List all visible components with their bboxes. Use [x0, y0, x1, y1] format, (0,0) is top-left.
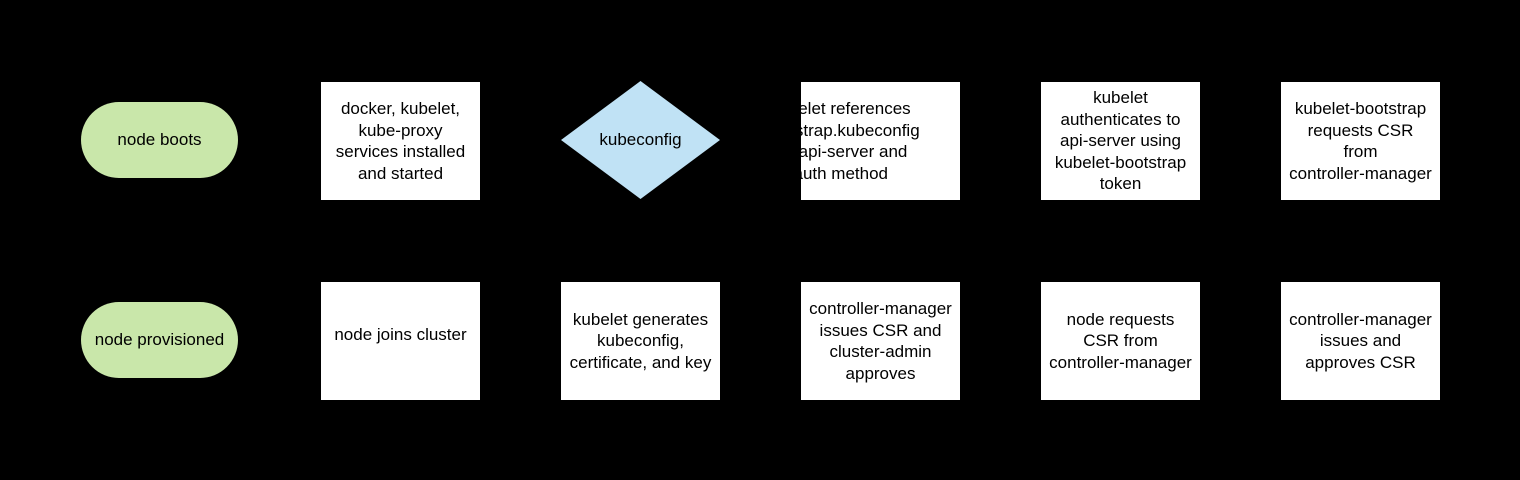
- flow-node-label: node joins cluster: [334, 325, 467, 344]
- flow-node-kubelet-authenticates[interactable]: kubelet authenticates to api-server usin…: [1041, 82, 1200, 200]
- flow-node-label: controller-manager issues and approves C…: [1289, 309, 1432, 372]
- flow-node-node-provisioned[interactable]: node provisioned: [81, 302, 238, 378]
- flow-node-label: node boots: [117, 130, 202, 150]
- flow-node-bootstrap-requests-csr[interactable]: kubelet-bootstrap requests CSR from cont…: [1281, 82, 1440, 200]
- flow-node-node-joins-cluster[interactable]: node joins cluster: [321, 282, 480, 400]
- flow-node-kubelet-references[interactable]: kubelet references bootstrap.kubeconfig …: [762, 82, 960, 200]
- flow-node-label: kubelet authenticates to api-server usin…: [1054, 88, 1187, 194]
- flow-node-label: controller-manager issues CSR and cluste…: [809, 299, 952, 383]
- flow-node-label: kubelet references bootstrap.kubeconfig …: [761, 99, 920, 183]
- flow-node-label: docker, kubelet, kube-proxy services ins…: [335, 99, 466, 183]
- flow-node-kubelet-generates[interactable]: kubelet generates kubeconfig, certificat…: [561, 282, 720, 400]
- flow-node-cm-issues-csr[interactable]: controller-manager issues CSR and cluste…: [801, 282, 960, 400]
- flow-node-cm-issues-approves[interactable]: controller-manager issues and approves C…: [1281, 282, 1440, 400]
- flow-node-node-boots[interactable]: node boots: [81, 102, 238, 178]
- flow-node-label: kubeconfig: [599, 130, 682, 150]
- flow-node-label: node requests CSR from controller-manage…: [1049, 309, 1192, 372]
- flow-node-kubeconfig[interactable]: kubeconfig: [561, 81, 720, 199]
- flow-node-label: kubelet-bootstrap requests CSR from cont…: [1289, 99, 1432, 183]
- flow-node-label: kubelet generates kubeconfig, certificat…: [569, 309, 712, 372]
- flow-node-node-requests-csr[interactable]: node requests CSR from controller-manage…: [1041, 282, 1200, 400]
- flow-node-services-installed[interactable]: docker, kubelet, kube-proxy services ins…: [321, 82, 480, 200]
- flow-node-label: node provisioned: [94, 330, 225, 350]
